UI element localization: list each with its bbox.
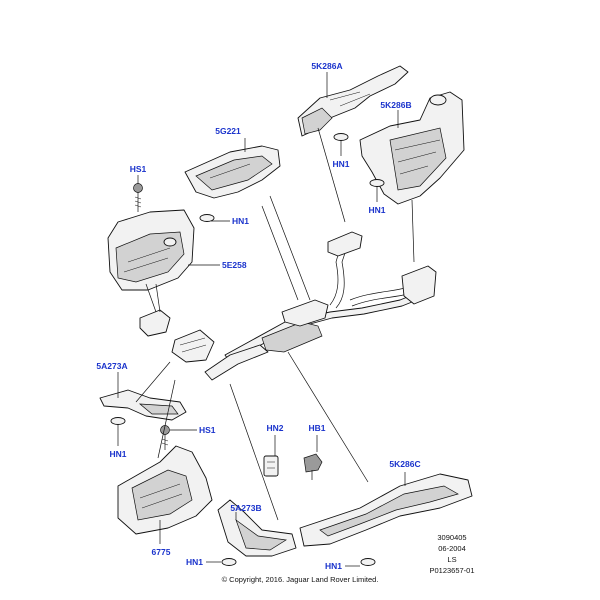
label-hn1-c: HN1: [232, 216, 249, 226]
heat-shield-5k286c: [299, 473, 473, 547]
heat-shield-5e258: [107, 209, 195, 291]
label-hn1-b: HN1: [368, 205, 385, 215]
ref-number: 3090405: [437, 533, 466, 542]
heat-shield-5k286b: [359, 91, 465, 205]
heat-shield-5k286a: [297, 65, 409, 137]
label-hb1: HB1: [308, 423, 325, 433]
label-5a273a: 5A273A: [96, 361, 127, 371]
label-5g221: 5G221: [215, 126, 241, 136]
bracket-5a273b: [217, 499, 297, 557]
label-hs1-top: HS1: [130, 164, 147, 174]
label-5k286a: 5K286A: [311, 61, 342, 71]
reference-block: 3090405 06-2004 LS P0123657-01: [429, 533, 474, 575]
label-5k286b: 5K286B: [380, 100, 411, 110]
label-hn1-d: HN1: [109, 449, 126, 459]
fasteners: [110, 133, 385, 566]
label-hs1-mid: HS1: [199, 425, 216, 435]
heat-shield-5g221: [184, 145, 281, 199]
leader-lines: [117, 72, 415, 567]
label-hn2: HN2: [266, 423, 283, 433]
ref-part-code: P0123657-01: [429, 566, 474, 575]
label-5a273b: 5A273B: [230, 503, 261, 513]
exhaust-system: [139, 231, 437, 381]
part-labels: 5K286A 5K286B 5G221 HN1 HN1 HS1 HN1 5E25…: [96, 61, 420, 571]
bracket-5a273a: [99, 389, 187, 421]
ref-initials: LS: [447, 555, 456, 564]
label-5k286c: 5K286C: [389, 459, 420, 469]
copyright-text: © Copyright, 2016. Jaguar Land Rover Lim…: [222, 575, 379, 584]
label-5e258: 5E258: [222, 260, 247, 270]
label-hn1-f: HN1: [325, 561, 342, 571]
label-hn1-e: HN1: [186, 557, 203, 567]
heat-shield-6775: [117, 445, 213, 535]
label-hn1-a: HN1: [332, 159, 349, 169]
label-6775: 6775: [152, 547, 171, 557]
ref-date: 06-2004: [438, 544, 466, 553]
